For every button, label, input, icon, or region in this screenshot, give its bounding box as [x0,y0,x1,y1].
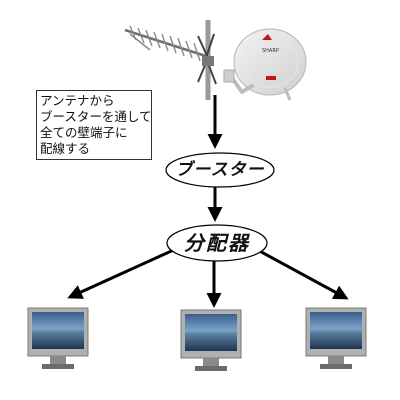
note-line: ブースターを通して [40,109,152,124]
note-line: 配線する [40,141,91,156]
note-line: アンテナから [40,93,115,108]
dish-brand-text: SHARP [262,48,279,54]
tv-icon [180,309,242,371]
splitter-node [166,224,268,262]
splitter-to-tv-right-arrow [253,246,349,300]
booster-node [165,152,275,188]
explanation-note: アンテナから ブースターを通して 全ての壁端子に 配線する [36,90,152,160]
splitter-to-tv-left-arrow [67,246,179,299]
tv-icon [27,307,89,369]
satellite-dish-icon: SHARP [223,28,307,101]
splitter-label: 分配器 [184,231,250,255]
uhf-antenna-icon [124,20,217,100]
tv-icon [305,307,367,369]
note-line: 全ての壁端子に [40,125,128,140]
booster-label: ブースター [175,160,265,180]
